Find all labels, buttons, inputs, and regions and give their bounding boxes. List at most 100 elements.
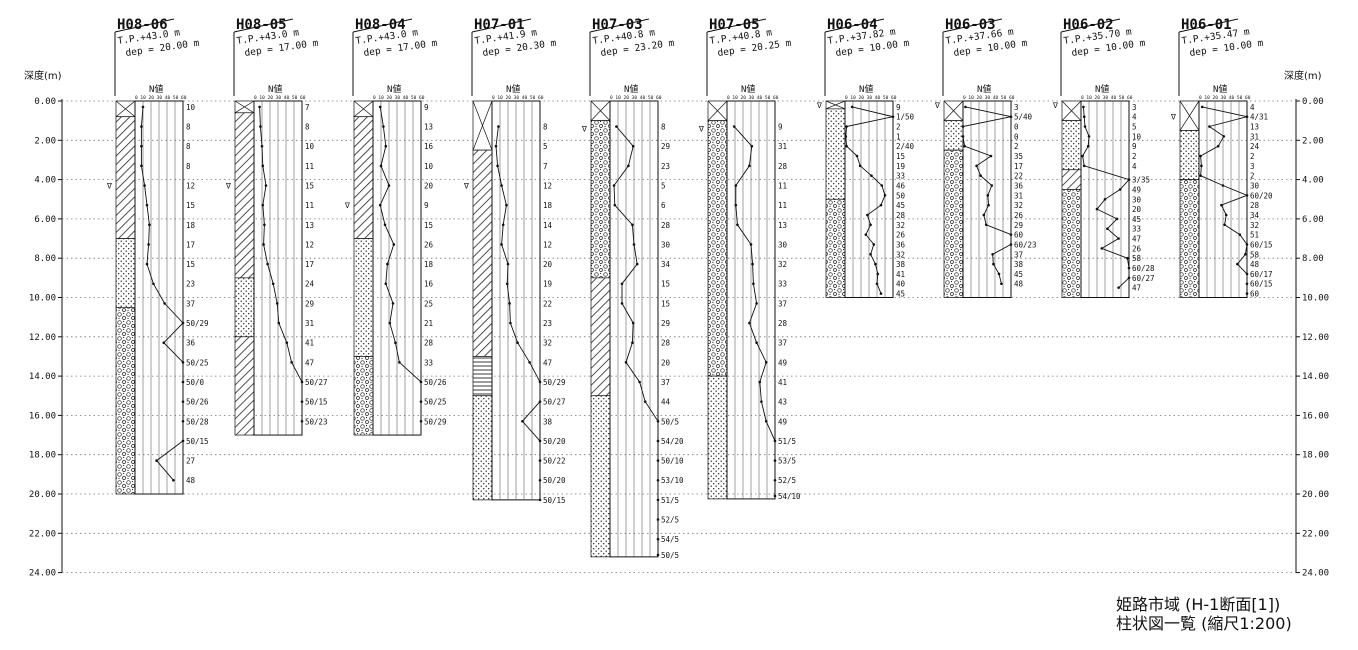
right-axis-label: 深度(m) (1284, 69, 1322, 82)
n-value-point (612, 184, 616, 187)
n-value-point (750, 144, 754, 148)
right-depth-tick-label: 20.00 (1302, 490, 1329, 500)
fill-cross-b (234, 100, 255, 114)
n-value-point (1087, 135, 1091, 138)
n-value-label: 19 (543, 280, 552, 289)
n-value-point (869, 252, 872, 256)
n-value-point (1245, 292, 1249, 295)
n-value-point (874, 262, 877, 266)
n-value-label: 15 (305, 181, 314, 190)
n-value-label: 50/25 (424, 398, 447, 407)
n-value-label: 47 (543, 358, 552, 367)
n-value-point (1082, 115, 1086, 119)
n-value-point (760, 400, 763, 403)
right-depth-tick-label: 16.00 (1302, 411, 1329, 421)
n-value-point (1223, 223, 1226, 227)
n-value-point (880, 184, 884, 187)
n-value-label: 32 (896, 250, 905, 259)
left-axis-label: 深度(m) (24, 69, 62, 82)
n-value-point (997, 272, 1001, 276)
n-value-point (172, 478, 175, 482)
n-value-label: 50/10 (661, 457, 684, 466)
n-value-point (1126, 256, 1129, 260)
n-value-header: N値 (149, 83, 163, 95)
n-value-point (1000, 282, 1003, 286)
n-value-label: 50/5 (661, 417, 679, 426)
n-value-label: 0 (1014, 123, 1019, 132)
n-value-label: 49 (1132, 185, 1141, 194)
n-value-label: 9 (424, 103, 429, 112)
n-value-point (755, 341, 758, 344)
n-value-label: 16 (424, 142, 434, 151)
n-value-label: 48 (1250, 260, 1260, 269)
n-value-label: 15 (186, 260, 195, 269)
n-value-label: 7 (305, 103, 310, 112)
n-value-point (736, 223, 739, 227)
n-value-point (387, 184, 391, 187)
n-value-label: 3 (1250, 162, 1255, 171)
n-value-label: 2 (1132, 152, 1137, 161)
n-value-point (505, 282, 509, 286)
n-value-label: 28 (896, 211, 906, 220)
n-value-point (1082, 105, 1085, 109)
n-value-point (391, 302, 395, 305)
n-value-label: 31 (778, 142, 787, 151)
n-value-point (419, 380, 423, 384)
borehole-header-line (589, 18, 650, 33)
n-value-point (764, 361, 768, 364)
n-value-label: 2 (1250, 152, 1255, 161)
n-value-point (181, 361, 185, 364)
n-value-point (613, 203, 617, 207)
n-value-label: 54/5 (661, 535, 679, 544)
n-value-point (386, 262, 389, 266)
n-value-label: 13 (424, 123, 433, 132)
right-depth-tick-label: 6.00 (1302, 215, 1324, 225)
n-value-label: 9 (778, 123, 783, 132)
n-value-label: 4 (1132, 162, 1137, 171)
n-value-label: 22 (1014, 172, 1023, 181)
n-value-curve (259, 106, 303, 422)
n-value-point (505, 203, 508, 207)
borehole-header-line (942, 18, 1003, 33)
n-value-point (748, 321, 751, 325)
soil-layer-sand (472, 395, 493, 501)
n-value-point (378, 105, 382, 109)
n-value-label: 25 (424, 299, 433, 308)
n-value-point (751, 262, 754, 266)
n-value-point (1117, 286, 1120, 289)
borehole-header-line (706, 18, 767, 33)
n-value-label: 5/40 (1014, 113, 1033, 122)
n-value-label: 31 (1014, 191, 1023, 200)
n-value-label: 28 (778, 319, 788, 328)
n-value-point (1244, 252, 1247, 256)
soil-layer-sand (234, 277, 255, 338)
n-value-label: 45 (1132, 215, 1141, 224)
n-value-label: 4/31 (1250, 113, 1268, 122)
n-value-label: 37 (661, 378, 670, 387)
n-value-point (378, 203, 382, 207)
n-value-label: 51 (1250, 231, 1259, 240)
n-value-point (1245, 115, 1249, 119)
n-value-point (1220, 203, 1223, 207)
n-value-point (850, 105, 854, 109)
n-value-header: N値 (268, 83, 282, 95)
n-value-label: 44 (661, 398, 671, 407)
n-value-label: 47 (305, 358, 314, 367)
groundwater-level-icon: ∇ (1052, 101, 1058, 110)
n-value-label: 23 (661, 162, 670, 171)
n-value-label: 43 (778, 398, 787, 407)
n-value-curve (1200, 106, 1249, 294)
fill-cross-b (1179, 100, 1200, 131)
n-scale-ticks: 0 10 20 30 40 50 60 (373, 95, 425, 101)
borehole-header-line (1060, 18, 1121, 33)
n-value-label: 3 (1014, 103, 1019, 112)
n-value-point (152, 282, 155, 286)
n-value-point (656, 498, 660, 502)
n-value-point (656, 459, 660, 462)
right-depth-tick-label: 4.00 (1302, 176, 1324, 186)
n-value-point (1083, 125, 1087, 128)
n-value-label: 38 (896, 260, 906, 269)
n-value-label: 18 (186, 221, 196, 230)
